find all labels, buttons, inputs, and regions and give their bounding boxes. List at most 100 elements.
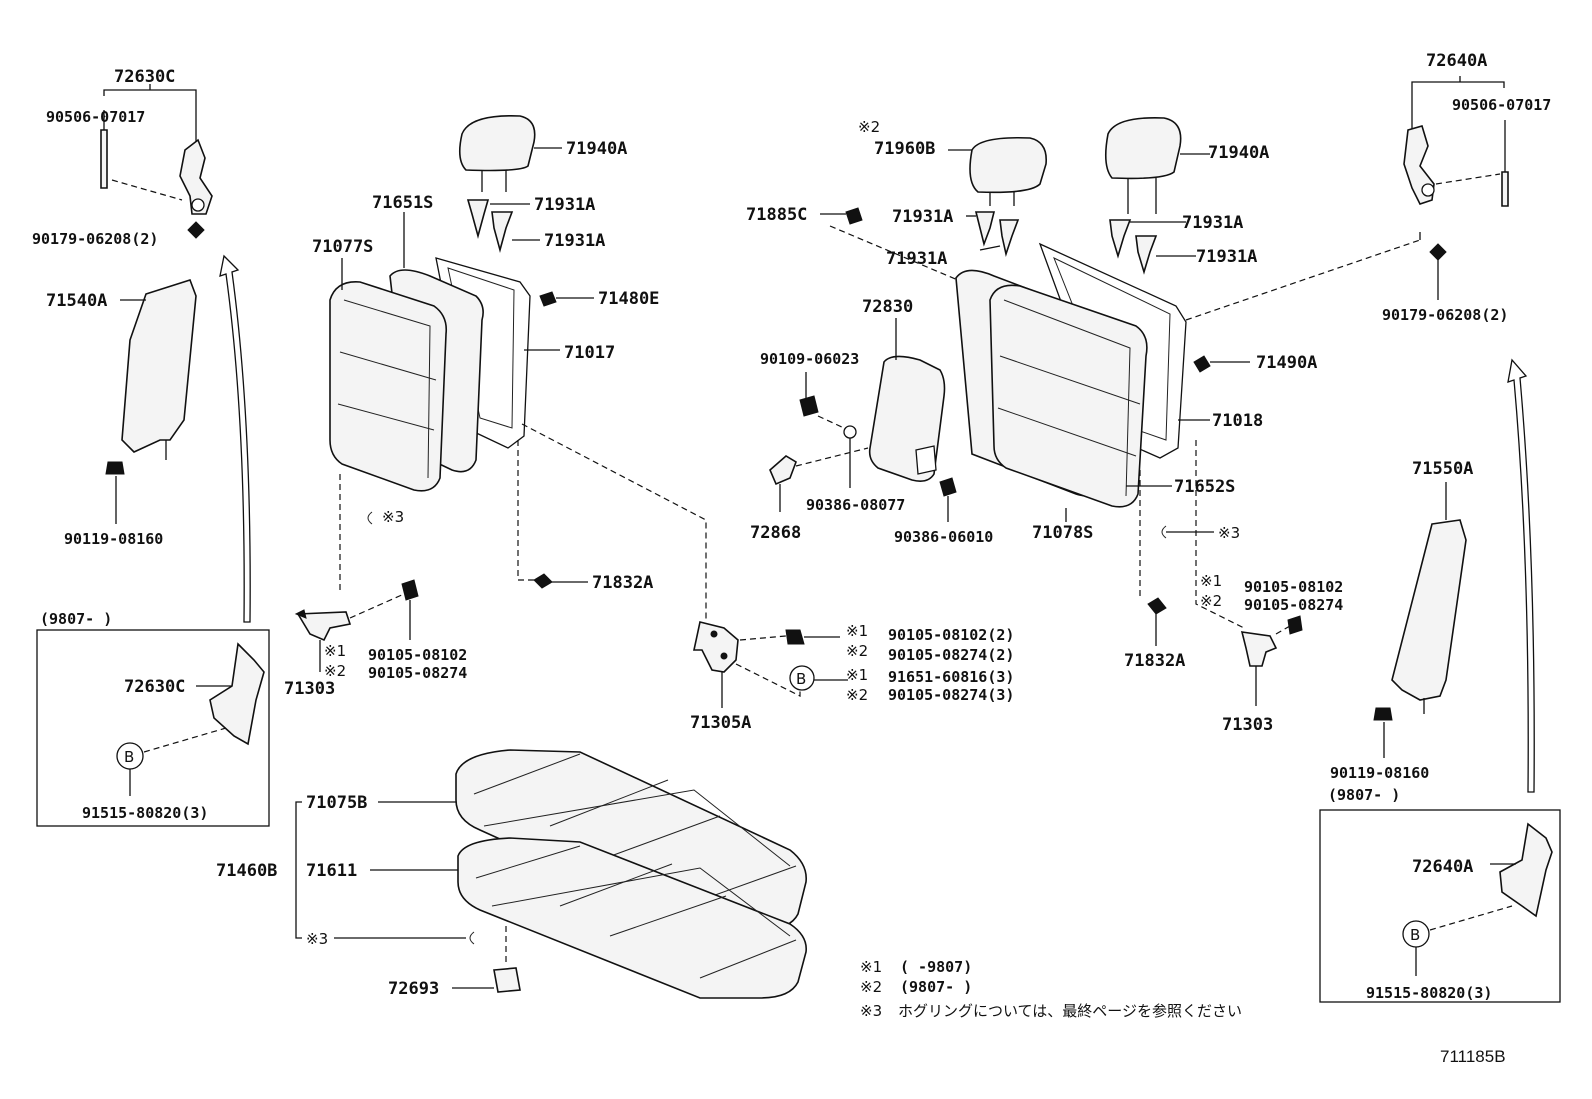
cushion-pad-71611 [457, 837, 807, 999]
lbl-71490A: 71490A [1256, 353, 1317, 373]
install-arrow-left [219, 254, 251, 623]
hog-ring-right [1161, 525, 1167, 539]
lbl-91515-right: 91515-80820(3) [1366, 984, 1492, 1002]
lbl-71651S: 71651S [372, 193, 433, 213]
mark-star2-c: ※2 [846, 642, 868, 660]
bolt-90119-right [1373, 707, 1393, 721]
lbl-71940A-left: 71940A [566, 139, 627, 159]
circle-b-left-text: B [124, 748, 134, 766]
lbl-71303-right: 71303 [1222, 715, 1273, 735]
mark-star2-c3: ※2 [846, 686, 868, 704]
lbl-72693: 72693 [388, 979, 439, 999]
mark-star1-c: ※1 [846, 622, 868, 640]
mark-star1-right: ※1 [1200, 572, 1222, 590]
bracket-72868 [769, 455, 797, 486]
headrest-guide-l2 [491, 211, 514, 254]
headrest-left [458, 115, 536, 172]
lbl-90386-08077: 90386-08077 [806, 496, 905, 514]
belt-guide-left [179, 138, 213, 215]
lbl-71832A-left: 71832A [592, 573, 653, 593]
bolt-90105-left [401, 579, 419, 601]
circle-b-center-text: B [796, 670, 806, 688]
circle-b-center [789, 665, 815, 691]
hog-ring-left [367, 511, 373, 525]
clip-71490A [1193, 355, 1211, 373]
lbl-71931A-r1: 71931A [1182, 213, 1243, 233]
legend-1-text: ( -9807) [900, 958, 972, 976]
lbl-71077S: 71077S [312, 237, 373, 257]
legend-1-mark: ※1 [860, 958, 882, 976]
mark-star2-right: ※2 [1200, 592, 1222, 610]
mark-star1-left: ※1 [324, 642, 346, 660]
lbl-91515-left: 91515-80820(3) [82, 804, 208, 822]
headrest-small-71960B [969, 136, 1047, 194]
clip-71480E [539, 291, 557, 307]
mark-star3-bottom: ※3 [306, 930, 328, 948]
lbl-91651-c: 91651-60816(3) [888, 668, 1014, 686]
clip-71885C [845, 207, 863, 225]
lbl-71931A-l2: 71931A [544, 231, 605, 251]
belt-guide-box-right [1499, 822, 1553, 918]
mark-star2-left: ※2 [324, 662, 346, 680]
lbl-72868: 72868 [750, 523, 801, 543]
lbl-90105-08274-right: 90105-08274 [1244, 596, 1343, 614]
headrest-guide-l1 [466, 199, 490, 240]
lbl-71931A-l1: 71931A [534, 195, 595, 215]
lbl-72640A-box: 72640A [1412, 857, 1473, 877]
lbl-90105-08102-c: 90105-08102(2) [888, 626, 1014, 644]
lbl-71940A-right: 71940A [1208, 143, 1269, 163]
date-box-right: (9807- ) [1328, 786, 1400, 804]
lbl-71931A-m1: 71931A [892, 207, 953, 227]
lbl-90105-08274-left: 90105-08274 [368, 664, 467, 682]
lbl-71931A-m2: 71931A [886, 249, 947, 269]
bolt-90105-right [1287, 615, 1303, 635]
lbl-90109: 90109-06023 [760, 350, 859, 368]
lbl-71832A-right: 71832A [1124, 651, 1185, 671]
bolt-90109 [799, 395, 819, 417]
legend-2-mark: ※2 [860, 978, 882, 996]
lbl-71652S: 71652S [1174, 477, 1235, 497]
install-arrow-right [1507, 358, 1535, 793]
legend-2-text: (9807- ) [900, 978, 972, 996]
lbl-90105-08102-left: 90105-08102 [368, 646, 467, 664]
mark-star3-right: ※3 [1218, 524, 1240, 542]
lbl-71550A: 71550A [1412, 459, 1473, 479]
nut-90179-left [187, 221, 205, 239]
legend-3-mark: ※3 [860, 1002, 882, 1020]
lbl-90179-right: 90179-06208(2) [1382, 306, 1508, 324]
hog-ring-bottom [469, 931, 475, 945]
lbl-90119-left: 90119-08160 [64, 530, 163, 548]
circle-b-right-text: B [1410, 926, 1420, 944]
legend-3-text: ホグリングについては、最終ページを参照ください [898, 1002, 1242, 1020]
lbl-90386-06010: 90386-06010 [894, 528, 993, 546]
belt-guide-left-assembly [100, 84, 213, 239]
clip-72693 [493, 967, 521, 993]
lbl-90105-08274-c: 90105-08274(2) [888, 646, 1014, 664]
lbl-71885C: 71885C [746, 205, 807, 225]
side-cover-71550A [1391, 519, 1467, 701]
lbl-90105-08274-c3: 90105-08274(3) [888, 686, 1014, 704]
headrest-guide-m1 [974, 211, 996, 247]
clip-71832A-left [533, 573, 553, 589]
headrest-guide-r1 [1109, 219, 1132, 259]
nut-90179-right [1429, 243, 1447, 261]
lbl-71303-left: 71303 [284, 679, 335, 699]
lbl-71305A: 71305A [690, 713, 751, 733]
bolt-90119-left [105, 461, 125, 475]
seatback-pad-71078S [989, 284, 1148, 508]
inset-box-left [36, 629, 270, 827]
seatback-pad-71077S [329, 281, 448, 492]
washer-90386-08077 [843, 425, 857, 439]
lbl-71017: 71017 [564, 343, 615, 363]
bolt-90506-left [100, 129, 108, 189]
headrest-guide-m2 [999, 219, 1020, 257]
bolt-90506-right [1501, 171, 1509, 207]
clip-71832A-right [1147, 597, 1167, 615]
lbl-72630C-top: 72630C [114, 67, 175, 87]
belt-guide-right-assembly [1403, 76, 1509, 300]
hinge-71305A [693, 621, 739, 673]
mark-star3-left: ※3 [382, 508, 404, 526]
belt-guide-box-left [209, 642, 265, 746]
lbl-90119-right: 90119-08160 [1330, 764, 1429, 782]
